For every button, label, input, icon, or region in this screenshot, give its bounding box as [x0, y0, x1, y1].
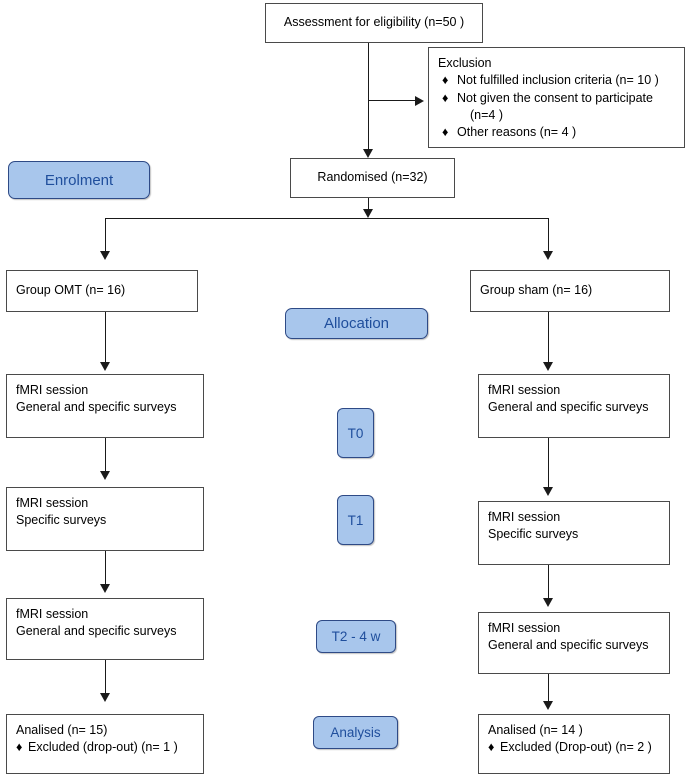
timepoint-badge-t2[interactable]: T2 - 4 w [316, 620, 396, 653]
right-analysis-content: Analised (n= 14 ) ♦ Excluded (Drop-out) … [479, 715, 669, 764]
left-analysis-content: Analised (n= 15) ♦ Excluded (drop-out) (… [7, 715, 203, 764]
right-excluded-label: Excluded (Drop-out) (n= 2 ) [500, 740, 652, 755]
connector-right-s3-to-analysis [548, 674, 550, 704]
randomised-label: Randomised (n=32) [317, 170, 428, 185]
connector-randomised-down [368, 198, 370, 211]
stage-badge-analysis-label: Analysis [330, 725, 381, 740]
left-session-2-line1: fMRI session [16, 496, 89, 510]
exclusion-item-3-label: Other reasons (n= 4 ) [457, 125, 577, 139]
connector-assessment-to-randomised [368, 43, 370, 151]
exclusion-item-2-label: Not given the consent to participate [457, 90, 653, 105]
exclusion-item-1-label: Not fulfilled inclusion criteria (n= 10 … [457, 73, 659, 88]
left-session-2-box: fMRI session Specific surveys [6, 487, 204, 551]
connector-right-s1-to-s2 [548, 438, 550, 490]
exclusion-content: Exclusion ♦ Not fulfilled inclusion crit… [429, 48, 684, 148]
right-session-3-line2: General and specific surveys [488, 638, 649, 653]
arrow-right-s3-to-analysis [543, 701, 553, 710]
arrow-assessment-to-randomised [363, 149, 373, 158]
right-session-1-box: fMRI session General and specific survey… [478, 374, 670, 438]
diamond-bullet-icon: ♦ [442, 73, 449, 88]
left-session-2-line2: Specific surveys [16, 513, 107, 528]
left-excluded-label: Excluded (drop-out) (n= 1 ) [28, 740, 178, 755]
left-analysed-label: Analised (n= 15) [16, 723, 108, 737]
right-excluded-row: ♦ Excluded (Drop-out) (n= 2 ) [488, 739, 660, 756]
right-analysis-box: Analised (n= 14 ) ♦ Excluded (Drop-out) … [478, 714, 670, 774]
group-sham-label: Group sham (n= 16) [480, 283, 593, 297]
left-session-3-line2: General and specific surveys [16, 624, 177, 639]
arrow-right-group-to-s1 [543, 362, 553, 371]
right-session-1-line1: fMRI session [488, 383, 561, 397]
exclusion-item-2-continuation: (n=4 ) [470, 107, 504, 122]
connector-left-group-to-s1 [105, 312, 107, 364]
timepoint-badge-t1-label: T1 [347, 512, 364, 528]
split-left-drop [105, 218, 107, 253]
connector-left-s2-to-s3 [105, 551, 107, 587]
right-session-1-line2: General and specific surveys [488, 400, 649, 415]
group-omt-label: Group OMT (n= 16) [16, 283, 126, 297]
exclusion-item-2: ♦ Not given the consent to participate [438, 90, 675, 107]
left-session-1-content: fMRI session General and specific survey… [7, 375, 203, 424]
right-session-2-content: fMRI session Specific surveys [479, 502, 669, 551]
connector-to-exclusion [368, 100, 416, 102]
group-sham-box: Group sham (n= 16) [470, 270, 670, 312]
exclusion-item-1: ♦ Not fulfilled inclusion criteria (n= 1… [438, 72, 675, 89]
right-session-3-box: fMRI session General and specific survey… [478, 612, 670, 674]
stage-badge-enrolment-label: Enrolment [44, 171, 114, 189]
left-session-1-box: fMRI session General and specific survey… [6, 374, 204, 438]
split-bar [105, 218, 549, 220]
arrow-left-s3-to-analysis [100, 693, 110, 702]
left-excluded-row: ♦ Excluded (drop-out) (n= 1 ) [16, 739, 194, 756]
arrow-left-s1-to-s2 [100, 471, 110, 480]
connector-left-s1-to-s2 [105, 438, 107, 474]
diamond-bullet-icon: ♦ [16, 740, 23, 755]
stage-badge-allocation[interactable]: Allocation [285, 308, 428, 339]
right-analysed-label: Analised (n= 14 ) [488, 723, 583, 737]
arrow-right-s2-to-s3 [543, 598, 553, 607]
arrow-split-right [543, 251, 553, 260]
left-session-3-line1: fMRI session [16, 607, 89, 621]
diamond-bullet-icon: ♦ [442, 125, 449, 139]
arrow-randomised-down [363, 209, 373, 218]
right-session-1-content: fMRI session General and specific survey… [479, 375, 669, 424]
right-session-2-line1: fMRI session [488, 510, 561, 524]
assessment-label: Assessment for eligibility (n=50 ) [283, 15, 465, 30]
left-session-3-content: fMRI session General and specific survey… [7, 599, 203, 648]
arrow-split-left [100, 251, 110, 260]
timepoint-badge-t2-label: T2 - 4 w [331, 629, 381, 644]
diamond-bullet-icon: ♦ [442, 90, 449, 105]
arrow-left-s2-to-s3 [100, 584, 110, 593]
connector-right-s2-to-s3 [548, 565, 550, 601]
left-analysis-box: Analised (n= 15) ♦ Excluded (drop-out) (… [6, 714, 204, 774]
split-right-drop [548, 218, 550, 253]
timepoint-badge-t1[interactable]: T1 [337, 495, 374, 545]
left-session-1-line1: fMRI session [16, 383, 89, 397]
right-session-2-box: fMRI session Specific surveys [478, 501, 670, 565]
timepoint-badge-t0[interactable]: T0 [337, 408, 374, 458]
assessment-box: Assessment for eligibility (n=50 ) [265, 3, 483, 43]
left-session-3-box: fMRI session General and specific survey… [6, 598, 204, 660]
right-session-2-line2: Specific surveys [488, 527, 579, 542]
exclusion-item-3: ♦ Other reasons (n= 4 ) [438, 124, 675, 141]
group-omt-box: Group OMT (n= 16) [6, 270, 198, 312]
exclusion-box: Exclusion ♦ Not fulfilled inclusion crit… [428, 47, 685, 148]
stage-badge-enrolment[interactable]: Enrolment [8, 161, 150, 199]
left-session-2-content: fMRI session Specific surveys [7, 488, 203, 537]
connector-right-group-to-s1 [548, 312, 550, 364]
arrow-right-s1-to-s2 [543, 487, 553, 496]
arrow-left-group-to-s1 [100, 362, 110, 371]
connector-left-s3-to-analysis [105, 660, 107, 696]
timepoint-badge-t0-label: T0 [347, 425, 364, 441]
right-session-3-line1: fMRI session [488, 621, 561, 635]
right-session-3-content: fMRI session General and specific survey… [479, 613, 669, 662]
left-session-1-line2: General and specific surveys [16, 400, 177, 415]
exclusion-title: Exclusion [438, 56, 492, 70]
stage-badge-allocation-label: Allocation [323, 315, 390, 332]
randomised-box: Randomised (n=32) [290, 158, 455, 198]
arrow-to-exclusion [415, 96, 424, 106]
stage-badge-analysis[interactable]: Analysis [313, 716, 398, 749]
diamond-bullet-icon: ♦ [488, 740, 495, 755]
